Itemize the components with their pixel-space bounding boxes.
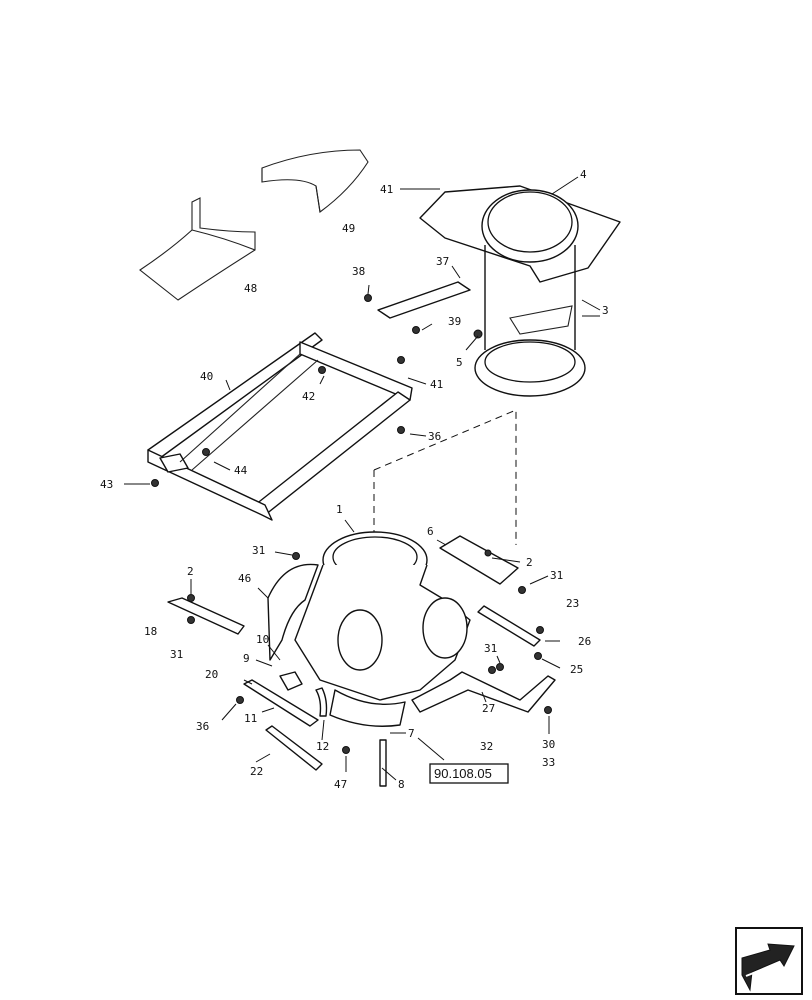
callout-2-left: 2 xyxy=(187,565,194,578)
callout-31-mid: 31 xyxy=(484,642,497,655)
reference-link[interactable]: 90.108.05 xyxy=(429,763,509,784)
callout-10: 10 xyxy=(256,633,269,646)
callout-31-upper-left: 31 xyxy=(252,544,265,557)
assembly-reference-lines xyxy=(373,409,517,545)
callout-49: 49 xyxy=(342,222,355,235)
callout-36-bottom: 36 xyxy=(196,720,209,733)
callout-3: 3 xyxy=(602,304,609,317)
callout-36-top: 36 xyxy=(428,430,441,443)
callout-22: 22 xyxy=(250,765,263,778)
callout-31-left: 31 xyxy=(170,648,183,661)
strip-part-11 xyxy=(243,679,319,727)
callout-30: 30 xyxy=(542,738,555,751)
leader-lines xyxy=(124,176,601,781)
bolt-part-36 xyxy=(236,696,244,704)
callout-43: 43 xyxy=(100,478,113,491)
callout-42: 42 xyxy=(302,390,315,403)
callout-7: 7 xyxy=(408,727,415,740)
callout-39: 39 xyxy=(448,315,461,328)
strap-part-18 xyxy=(167,594,245,635)
upper-tube-assembly xyxy=(419,185,621,397)
callout-18: 18 xyxy=(144,625,157,638)
callout-23: 23 xyxy=(566,597,579,610)
plate-part-6 xyxy=(439,535,519,585)
bolt-part-47 xyxy=(342,746,350,754)
callout-44: 44 xyxy=(234,464,248,477)
callout-labels: 49 48 41 4 37 38 3 39 5 40 41 42 36 44 4… xyxy=(100,168,609,791)
callout-4: 4 xyxy=(580,168,587,181)
callout-5: 5 xyxy=(456,356,463,369)
brace-part-27 xyxy=(411,666,556,714)
nut-part-31 xyxy=(292,552,526,671)
pin-part-8 xyxy=(379,739,387,787)
callout-31-right: 31 xyxy=(550,569,563,582)
callout-27: 27 xyxy=(482,702,495,715)
callout-25: 25 xyxy=(570,663,583,676)
shield-part-48 xyxy=(139,197,256,301)
callout-20: 20 xyxy=(205,668,218,681)
callout-6: 6 xyxy=(427,525,434,538)
callout-11: 11 xyxy=(244,712,257,725)
callout-48: 48 xyxy=(244,282,257,295)
callout-26: 26 xyxy=(578,635,591,648)
brace-part-23 xyxy=(477,605,544,660)
bracket-part-9 xyxy=(279,671,303,691)
reference-label: 90.108.05 xyxy=(434,766,492,781)
callout-47: 47 xyxy=(334,778,347,791)
callout-9: 9 xyxy=(243,652,250,665)
clip-part-12 xyxy=(315,687,328,717)
bracket-part-37 xyxy=(364,281,471,334)
callout-33: 33 xyxy=(542,756,555,769)
callout-41-top: 41 xyxy=(380,183,393,196)
callout-32: 32 xyxy=(480,740,493,753)
callout-2-right: 2 xyxy=(526,556,533,569)
callout-41-mid: 41 xyxy=(430,378,443,391)
lower-housing-part-1 xyxy=(267,531,471,727)
frame-part-40 xyxy=(147,332,413,521)
next-page-arrow-icon[interactable] xyxy=(735,927,803,995)
bar-part-22 xyxy=(265,725,323,771)
callout-46: 46 xyxy=(238,572,251,585)
callout-1: 1 xyxy=(336,503,343,516)
callout-40: 40 xyxy=(200,370,213,383)
callout-12: 12 xyxy=(316,740,329,753)
callout-37: 37 xyxy=(436,255,449,268)
callout-8: 8 xyxy=(398,778,405,791)
shield-part-49 xyxy=(261,149,369,213)
callout-38: 38 xyxy=(352,265,365,278)
